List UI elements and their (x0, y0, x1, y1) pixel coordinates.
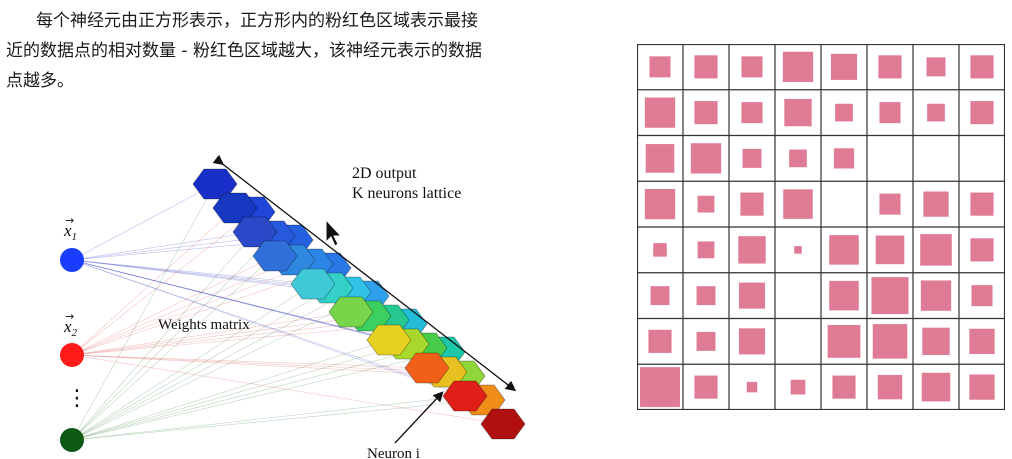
input-x1-label: x1 (63, 221, 77, 243)
hit-square-r3-c3 (783, 189, 813, 219)
hit-square-r6-c4 (827, 324, 861, 358)
neuron-label: Neuron i (367, 446, 420, 459)
hit-square-r7-c1 (694, 375, 718, 399)
hit-square-r0-c5 (878, 55, 902, 79)
neuron-pointer-arrow (394, 391, 444, 444)
hit-square-r4-c0 (653, 243, 667, 257)
weight-line (71, 235, 274, 441)
hit-square-r2-c0 (645, 144, 675, 173)
output-label-line1: 2D output (352, 165, 417, 182)
hit-square-r1-c3 (784, 98, 812, 127)
input-node-x2 (60, 343, 84, 367)
input-node-x1 (60, 248, 84, 272)
hit-square-r2-c1 (690, 143, 722, 174)
hit-square-r4-c1 (697, 241, 715, 259)
hit-square-r4-c2 (738, 236, 766, 264)
hit-square-r0-c0 (649, 56, 671, 78)
weight-line (71, 399, 484, 441)
input-ellipsis: ⋮ (66, 386, 88, 411)
hit-square-r1-c2 (741, 102, 763, 124)
weight-connections (71, 183, 504, 441)
weight-line (71, 263, 312, 356)
hit-square-r4-c7 (970, 238, 994, 262)
lattice-extent-arrow (212, 154, 517, 392)
hit-square-r5-c6 (920, 280, 952, 311)
hit-square-r4-c6 (920, 234, 952, 266)
input-node-xn (60, 428, 84, 452)
hit-square-r0-c7 (970, 55, 994, 79)
input-x1-vector-mark: → (65, 214, 74, 227)
hit-square-r4-c3 (794, 246, 802, 254)
hit-square-r6-c0 (648, 329, 672, 353)
hit-square-r3-c6 (923, 191, 949, 217)
weight-line (71, 395, 466, 441)
hit-square-r6-c5 (872, 324, 908, 359)
input-x2-vector-mark: → (65, 310, 74, 323)
hit-square-r5-c5 (871, 277, 909, 315)
hit-square-r3-c7 (970, 192, 994, 216)
hit-square-r1-c4 (835, 103, 853, 122)
description-line-2: 近的数据点的相对数量 - 粉红色区域越大，该神经元表示的数据 (6, 41, 482, 61)
weight-line (71, 183, 216, 261)
hit-square-r7-c4 (832, 375, 856, 399)
hit-square-r6-c1 (696, 331, 716, 351)
hit-square-r0-c2 (741, 56, 763, 78)
som-network-diagram: 2D output K neurons lattice Weights matr… (60, 154, 526, 459)
hit-square-r4-c5 (875, 235, 905, 265)
hit-square-r0-c6 (926, 57, 946, 77)
hit-square-r7-c6 (921, 372, 951, 402)
hit-square-r3-c1 (697, 195, 715, 213)
hit-square-r5-c4 (829, 280, 859, 311)
hit-square-r3-c2 (740, 192, 764, 216)
neuron-lattice (192, 168, 526, 440)
hit-square-r3-c5 (879, 193, 901, 215)
weight-line (71, 183, 216, 441)
hit-square-r0-c4 (830, 53, 858, 80)
hit-square-r5-c1 (696, 286, 716, 306)
hit-square-r1-c6 (927, 103, 945, 122)
hit-square-r0-c1 (694, 55, 718, 79)
hit-square-r7-c7 (969, 374, 995, 400)
mouse-cursor (325, 218, 343, 247)
hit-square-r1-c5 (879, 102, 901, 124)
input-x2-label: x2 (63, 317, 78, 339)
hit-square-r2-c3 (789, 149, 807, 168)
description-line-1: 每个神经元由正方形表示，正方形内的粉红色区域表示最接 (36, 11, 478, 31)
hit-square-r1-c1 (694, 101, 718, 125)
hit-square-r0-c3 (782, 51, 814, 83)
weight-line (71, 283, 314, 441)
hit-square-r6-c2 (738, 328, 766, 355)
description-line-3: 点越多。 (6, 71, 74, 91)
hit-square-r7-c2 (746, 381, 758, 393)
weight-line (71, 287, 332, 441)
hit-square-r6-c7 (969, 328, 995, 355)
hit-square-r2-c2 (742, 148, 762, 168)
hit-square-r3-c0 (644, 188, 676, 220)
hit-square-r1-c7 (970, 101, 994, 125)
weight-line (71, 347, 426, 441)
som-hit-grid (636, 43, 1006, 411)
hit-square-r5-c7 (971, 285, 993, 307)
hit-square-r5-c0 (650, 286, 670, 306)
hit-square-r4-c4 (829, 235, 859, 265)
hit-square-r7-c0 (640, 367, 680, 408)
weight-line (71, 239, 292, 441)
weight-line (71, 207, 236, 356)
output-label-line2: K neurons lattice (352, 185, 461, 202)
neuron-hex-r3-c6 (480, 408, 526, 440)
description-paragraph: 每个神经元由正方形表示，正方形内的粉红色区域表示最接 近的数据点的相对数量 - … (6, 6, 606, 96)
weights-matrix-label: Weights matrix (158, 317, 250, 333)
hit-square-r7-c5 (877, 374, 903, 400)
hit-square-r1-c0 (644, 97, 676, 128)
hit-square-r6-c6 (922, 327, 950, 356)
hit-square-r2-c4 (833, 148, 855, 169)
hit-square-r5-c2 (738, 282, 766, 309)
hit-square-r7-c3 (790, 379, 806, 395)
